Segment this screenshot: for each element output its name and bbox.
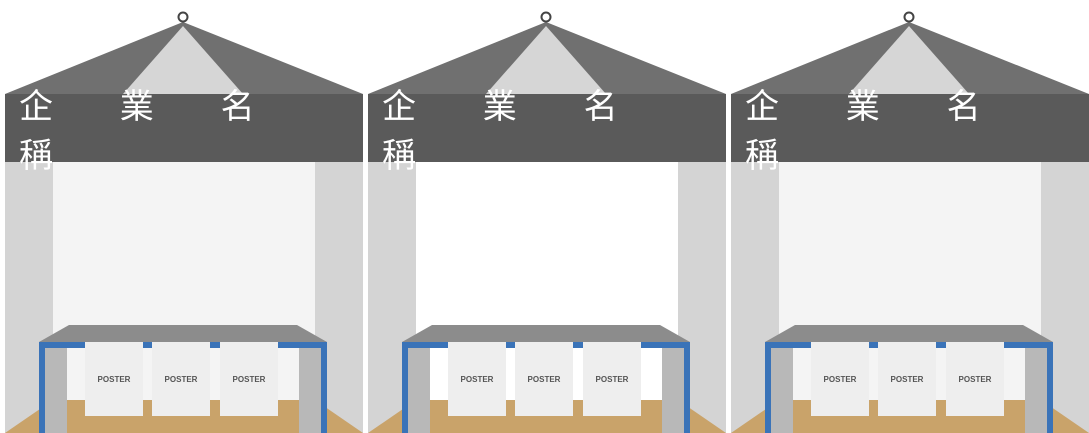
poster-2: POSTER <box>152 342 210 416</box>
counter-side-left <box>45 348 67 433</box>
counter-side-right <box>299 348 321 433</box>
roof-highlight <box>849 26 969 94</box>
counter-frame-right <box>684 342 690 433</box>
counter-side-right <box>1025 348 1047 433</box>
roof-highlight <box>123 26 243 94</box>
signboard <box>5 94 363 162</box>
company-name: 企 業 名 稱 <box>19 87 283 176</box>
signboard <box>368 94 726 162</box>
counter-side-left <box>408 348 430 433</box>
counter-frame-left <box>402 342 408 433</box>
poster-3: POSTER <box>220 342 278 416</box>
counter-side-right <box>662 348 684 433</box>
counter-top <box>39 325 327 342</box>
poster-1: POSTER <box>811 342 869 416</box>
counter-top <box>402 325 690 342</box>
booth-3: 企 業 名 稱 POSTER POSTER POSTER <box>731 0 1089 433</box>
poster-3: POSTER <box>583 342 641 416</box>
hook-icon <box>903 11 915 23</box>
company-name: 企 業 名 稱 <box>745 87 1009 176</box>
company-name: 企 業 名 稱 <box>382 87 646 176</box>
hook-icon <box>540 11 552 23</box>
counter-frame-left <box>765 342 771 433</box>
poster-1: POSTER <box>448 342 506 416</box>
hook-icon <box>177 11 189 23</box>
booth-1-illustration <box>5 11 363 433</box>
poster-1: POSTER <box>85 342 143 416</box>
booth-1: 企 業 名 稱 POSTER POSTER POSTER <box>5 0 363 433</box>
roof-highlight <box>486 26 606 94</box>
poster-2: POSTER <box>515 342 573 416</box>
booth-2: 企 業 名 稱 POSTER POSTER POSTER <box>368 0 726 433</box>
counter-frame-right <box>1047 342 1053 433</box>
signboard <box>731 94 1089 162</box>
poster-2: POSTER <box>878 342 936 416</box>
poster-3: POSTER <box>946 342 1004 416</box>
counter-side-left <box>771 348 793 433</box>
counter-top <box>765 325 1053 342</box>
counter-frame-right <box>321 342 327 433</box>
counter-frame-left <box>39 342 45 433</box>
